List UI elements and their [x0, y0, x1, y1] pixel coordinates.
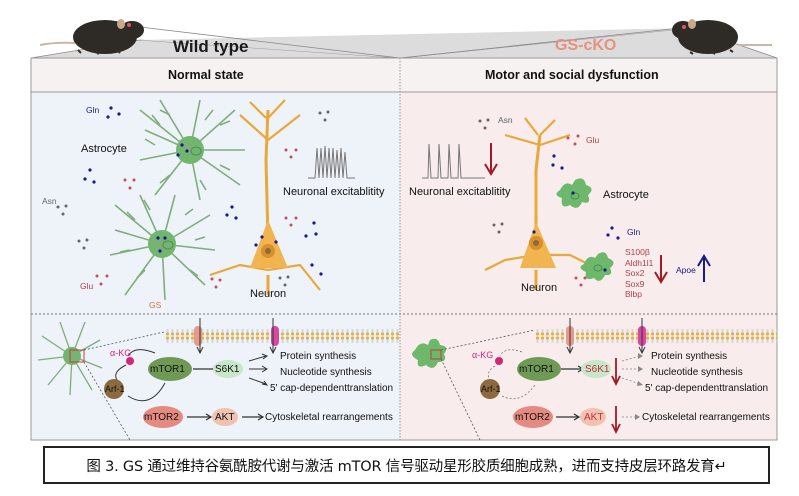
s6k1-label-left: S6K1	[215, 364, 240, 375]
akt-node-right	[580, 408, 606, 426]
mouse-wild-type-icon	[39, 19, 144, 55]
akt-node-left	[212, 408, 238, 426]
neuron-right-icon	[484, 117, 591, 290]
gln-label-right: Gln	[627, 227, 641, 237]
nucleotide-synthesis-right: Nucleotide synthesis	[651, 367, 743, 378]
akt-down-arrow-icon	[611, 406, 621, 435]
arf1-label-left: Arf-1	[105, 384, 125, 394]
roof-center	[140, 28, 690, 58]
akg-dot-right	[495, 357, 503, 365]
mtor1-label-right: mTOR1	[519, 364, 554, 375]
marker-sox9: Sox9	[625, 278, 645, 289]
akg-label-right: α-KG	[472, 350, 494, 360]
akg-label-left: α-KG	[110, 348, 132, 358]
cytoskeletal-right: Cytoskeletal rearrangements	[642, 412, 770, 423]
figure-caption-box: 图 3. GS 通过维持谷氨酰胺代谢与激活 mTOR 信号驱动星形胶质细胞成熟，…	[43, 446, 770, 484]
cap-translation-right: 5' cap-dependenttranslation	[645, 383, 769, 394]
header-band	[30, 57, 778, 93]
s6k1-node-right	[581, 360, 611, 378]
neuronal-excitability-label-left: Neuronal excitablitity	[283, 186, 385, 198]
s6k1-down-arrow-icon	[611, 358, 621, 387]
apoe-label: Apoe	[676, 265, 696, 275]
mtor2-node-right	[513, 406, 553, 428]
astrocyte-large-lower-icon	[109, 194, 216, 301]
nucleotide-synthesis-left: Nucleotide synthesis	[280, 367, 372, 378]
asn-label-left: Asn	[42, 196, 57, 206]
mtor2-label-left: mTOR2	[144, 412, 179, 423]
glutamine-dots	[83, 106, 620, 276]
akt-label-left: AKT	[215, 412, 235, 423]
s6k1-label-right: S6K1	[585, 364, 610, 375]
s6k1-node-left	[213, 360, 243, 378]
neuron-left-icon	[209, 99, 321, 295]
asn-label-right: Asn	[498, 115, 513, 125]
akg-dot-left	[126, 357, 134, 365]
akt-label-right: AKT	[584, 412, 604, 423]
astrocyte-inset-left-icon	[37, 321, 103, 396]
markers-down-arrow-icon	[654, 255, 668, 284]
astrocyte-label-right: Astrocyte	[603, 189, 649, 201]
astrocyte-large-upper-icon	[139, 99, 245, 201]
downregulated-marker-list: S100β Aldh1l1 Sox2 Sox9 Blbp	[625, 247, 653, 300]
protein-synthesis-right: Protein synthesis	[651, 351, 728, 362]
glu-label-right: Glu	[586, 135, 600, 145]
cytoskeletal-left: Cytoskeletal rearrangements	[265, 412, 393, 423]
membrane-left	[164, 328, 400, 344]
asparagine-dots	[56, 110, 504, 287]
gln-label-left: Gln	[86, 105, 100, 115]
marker-aldh1l1: Aldh1l1	[625, 257, 654, 268]
arf1-node-left	[104, 379, 124, 399]
mtor1-node-right	[517, 357, 561, 381]
arf1-node-right	[480, 379, 500, 399]
neuron-label-right: Neuron	[521, 282, 558, 294]
gs-label: GS	[149, 300, 162, 310]
apoe-up-arrow-icon	[697, 254, 711, 282]
motor-social-dysfunction-label: Motor and social dysfunction	[485, 68, 659, 82]
marker-blbp: Blbp	[625, 289, 643, 299]
arf1-label-right: Arf-1	[481, 384, 501, 394]
protein-synthesis-left: Protein synthesis	[280, 351, 357, 362]
glu-label-left: Glu	[80, 281, 94, 291]
wild-type-title: Wild type	[173, 37, 249, 56]
mtor1-label-left: mTOR1	[150, 364, 185, 375]
astrocyte-label-left: Astrocyte	[81, 143, 127, 155]
gs-cko-title: GS-cKO	[555, 37, 617, 54]
glutamate-dots	[95, 134, 587, 289]
spike-train-right	[422, 143, 485, 179]
cap-translation-left: 5' cap-dependenttranslation	[270, 383, 394, 394]
excitability-down-arrow-icon	[484, 143, 498, 176]
spike-train-left	[308, 145, 355, 179]
transporter-left-1	[194, 326, 202, 346]
normal-state-label: Normal state	[168, 68, 244, 82]
mtor2-label-right: mTOR2	[515, 412, 550, 423]
neuronal-excitability-label-right: Neuronal excitablitity	[409, 186, 511, 198]
mtor2-node-left	[143, 406, 183, 428]
figure-caption: 图 3. GS 通过维持谷氨酰胺代谢与激活 mTOR 信号驱动星形胶质细胞成熟，…	[86, 458, 727, 475]
membrane-right	[535, 328, 777, 344]
astrocyte-small-lower-icon	[580, 252, 614, 281]
neuron-label-left: Neuron	[250, 288, 287, 300]
marker-sox2: Sox2	[625, 268, 645, 278]
astrocyte-inset-right-icon	[412, 338, 447, 368]
transporter-left-2	[271, 326, 279, 346]
mouse-gs-cko-icon	[672, 19, 772, 55]
mtor1-node-left	[148, 357, 192, 381]
marker-s100b: S100β	[625, 247, 650, 257]
